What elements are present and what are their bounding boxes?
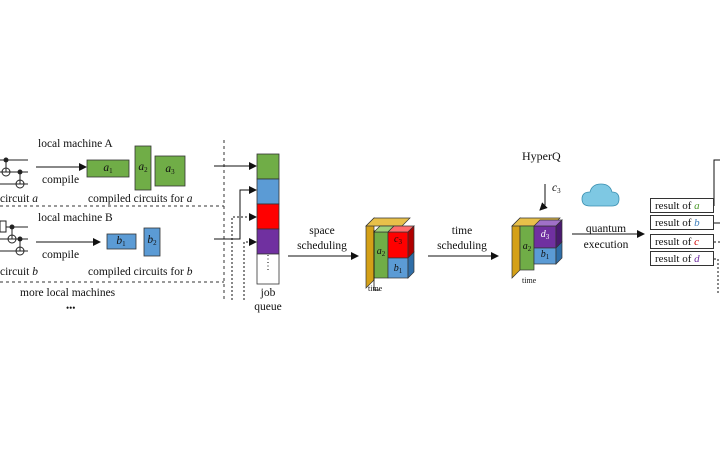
block-a1 xyxy=(86,159,130,178)
result-b: result of b xyxy=(650,215,714,230)
more-machines-label: more local machines xyxy=(20,287,116,299)
circuit-a-label: circuit a xyxy=(0,193,38,205)
result-d: result of d xyxy=(650,251,714,266)
quantum-label: quantum xyxy=(585,223,627,235)
cube2-time-axis: time xyxy=(522,276,537,285)
cube1-b1-label: b1 xyxy=(393,263,403,275)
result-c: result of c xyxy=(650,234,714,249)
block-a2 xyxy=(134,145,152,191)
queue-slot-green xyxy=(256,153,280,180)
cube1-c3-label: c3 xyxy=(394,234,402,246)
cloud-icon xyxy=(581,183,620,207)
output-line-d xyxy=(714,258,719,295)
compiled-a-label: compiled circuits for a xyxy=(88,193,193,205)
time-scheduled-block xyxy=(511,217,563,279)
arrow-c3-insert xyxy=(539,184,548,211)
space-label: space xyxy=(309,225,335,237)
compile-b-label: compile xyxy=(42,249,80,261)
circuit-b-drawing xyxy=(0,220,28,256)
machine-a-label: local machine A xyxy=(38,138,113,150)
arrow-b-to-queue xyxy=(214,186,257,240)
cube2-b1-label: b1 xyxy=(540,249,550,261)
output-line-top xyxy=(713,159,720,206)
time-label: time xyxy=(451,225,473,237)
queue-slot-red xyxy=(256,203,280,230)
machine-b-label: local machine B xyxy=(38,212,113,224)
block-b2 xyxy=(143,227,161,257)
job-queue xyxy=(256,153,280,285)
cube1-a2-label: a2 xyxy=(376,246,386,258)
queue-dots: ⋮⋮ xyxy=(263,254,273,272)
arrow-more-to-queue-2 xyxy=(243,238,257,300)
space-scheduled-block xyxy=(365,217,415,291)
space-scheduling-label: scheduling xyxy=(297,240,347,252)
compiled-b-label: compiled circuits for b xyxy=(88,266,193,278)
block-b1-label: b1 xyxy=(116,235,126,248)
cube1-time-axis: time xyxy=(368,284,383,293)
block-a3-label: a3 xyxy=(165,163,175,176)
cube2-a2-label: a2 xyxy=(522,241,532,253)
queue-slot-empty xyxy=(256,253,280,285)
circuit-a-drawing xyxy=(0,157,28,189)
block-b2-label: b2 xyxy=(147,234,157,247)
job-label: job xyxy=(260,287,276,299)
cube2-d3-label: d3 xyxy=(540,229,550,241)
block-a3 xyxy=(154,155,186,187)
c3-incoming-label: c3 xyxy=(552,182,561,195)
compile-a-label: compile xyxy=(42,174,80,186)
queue-slot-blue xyxy=(256,178,280,205)
hyperq-label: HyperQ xyxy=(522,149,561,163)
execution-label: execution xyxy=(583,239,629,251)
result-a: result of a xyxy=(650,198,714,213)
time-scheduling-label: scheduling xyxy=(437,240,487,252)
more-ellipsis: ••• xyxy=(66,303,76,313)
queue-slot-purple xyxy=(256,228,280,255)
circuit-b-label: circuit b xyxy=(0,266,38,278)
block-a1-label: a1 xyxy=(103,162,113,175)
block-a2-label: a2 xyxy=(138,161,148,174)
block-b1 xyxy=(106,233,137,250)
queue-label: queue xyxy=(254,301,282,313)
